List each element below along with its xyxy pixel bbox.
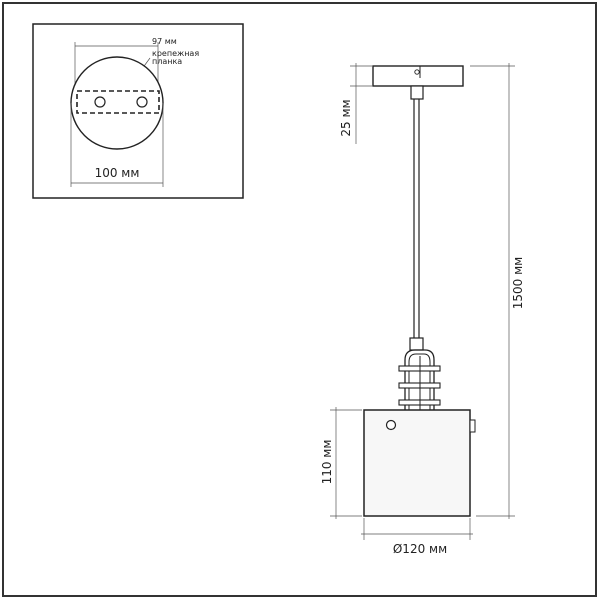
shade-height-label: 110 мм bbox=[320, 440, 334, 485]
plate-hole-left bbox=[94, 96, 106, 108]
total-length-label: 1500 мм bbox=[511, 257, 525, 309]
lamp-socket bbox=[409, 337, 424, 351]
plate-label-line1: крепежная bbox=[152, 49, 199, 58]
mounting-plate bbox=[76, 90, 160, 114]
shade-diameter-dim: Ø120 мм bbox=[361, 518, 473, 556]
outer-border bbox=[2, 2, 597, 597]
shade-screw-front bbox=[385, 419, 397, 431]
canopy-height-label: 25 мм bbox=[339, 99, 353, 136]
ceiling-canopy bbox=[372, 65, 464, 87]
shade-screw-side bbox=[469, 419, 476, 433]
inset-border bbox=[32, 23, 244, 199]
mounting-inset: 97 мм крепежная планка 100 мм bbox=[32, 23, 244, 199]
plate-label-line2: планка bbox=[152, 57, 182, 66]
plate-hole-right bbox=[136, 96, 148, 108]
shade-height-dim: 110 мм bbox=[320, 407, 362, 519]
shade-diameter-label: Ø120 мм bbox=[393, 542, 447, 556]
pendant-lamp bbox=[363, 65, 476, 517]
diameter-label: 100 мм bbox=[95, 166, 140, 180]
canopy-height-dim: 25 мм bbox=[339, 63, 372, 144]
plate-width-label: 97 мм bbox=[152, 37, 177, 46]
cage-outer bbox=[404, 349, 435, 410]
lamp-shade bbox=[363, 409, 471, 517]
cage-inner bbox=[408, 353, 431, 410]
cord-clamp bbox=[410, 85, 424, 100]
total-length-dim: 1500 мм bbox=[470, 63, 525, 519]
canopy-circle bbox=[70, 56, 164, 150]
canopy-screw bbox=[414, 69, 420, 75]
